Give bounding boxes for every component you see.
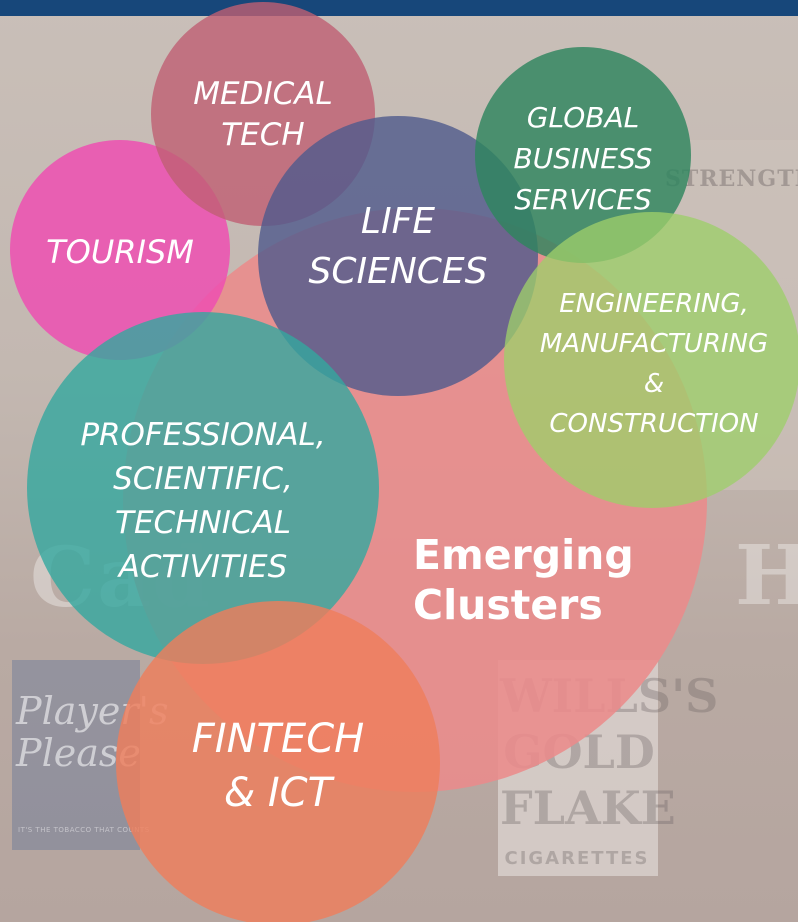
global-business-services-label: GLOBAL BUSINESS SERVICES bbox=[488, 97, 678, 220]
tourism-circle bbox=[10, 140, 230, 360]
tourism-label: TOURISM bbox=[20, 231, 220, 273]
professional-line: PROFESSIONAL, bbox=[80, 417, 326, 453]
top-bar bbox=[0, 0, 798, 16]
medical-tech-line: MEDICAL bbox=[193, 76, 333, 112]
professional-line: TECHNICAL bbox=[115, 505, 291, 541]
medical-tech-label: MEDICAL TECH bbox=[173, 74, 353, 156]
professional-scientific-technical-label: PROFESSIONAL, SCIENTIFIC, TECHNICAL ACTI… bbox=[48, 413, 358, 589]
global-business-services-line: BUSINESS bbox=[513, 142, 653, 175]
fintech-ict-circle bbox=[116, 601, 440, 922]
life-sciences-line: LIFE bbox=[360, 201, 436, 242]
background-sign-letters-right: H bbox=[735, 528, 798, 624]
engineering-manufacturing-construction-circle bbox=[504, 212, 798, 508]
tourism-line: TOURISM bbox=[46, 233, 194, 271]
life-sciences-circle bbox=[258, 116, 538, 396]
fintech-ict-line: FINTECH bbox=[191, 716, 365, 762]
life-sciences-label: LIFE SCIENCES bbox=[283, 197, 513, 297]
background-board-right-small: CIGARETTES bbox=[504, 848, 650, 869]
life-sciences-line: SCIENCES bbox=[308, 251, 488, 292]
emerging-clusters-line: Clusters bbox=[413, 581, 603, 629]
professional-scientific-technical-circle bbox=[27, 312, 379, 664]
emerging-clusters-line: Emerging bbox=[413, 531, 634, 579]
background-board-left-small: IT'S THE TOBACCO THAT COUNTS bbox=[18, 826, 150, 834]
background-board-right-line: FLAKE bbox=[500, 781, 676, 835]
medical-tech-line: TECH bbox=[221, 117, 305, 153]
global-business-services-line: SERVICES bbox=[514, 183, 652, 216]
global-business-services-circle bbox=[475, 47, 691, 263]
emerging-clusters-label: Emerging Clusters bbox=[413, 530, 634, 630]
fintech-ict-line: & ICT bbox=[223, 770, 333, 816]
global-business-services-line: GLOBAL bbox=[526, 101, 640, 134]
engineering-line: ENGINEERING, bbox=[559, 289, 749, 319]
engineering-line: CONSTRUCTION bbox=[549, 409, 759, 439]
professional-line: ACTIVITIES bbox=[118, 549, 288, 585]
engineering-line: MANUFACTURING bbox=[539, 329, 769, 359]
engineering-line: & bbox=[643, 369, 665, 399]
professional-line: SCIENTIFIC, bbox=[113, 461, 293, 497]
fintech-ict-label: FINTECH & ICT bbox=[158, 712, 398, 820]
engineering-manufacturing-construction-label: ENGINEERING, MANUFACTURING & CONSTRUCTIO… bbox=[512, 284, 796, 444]
